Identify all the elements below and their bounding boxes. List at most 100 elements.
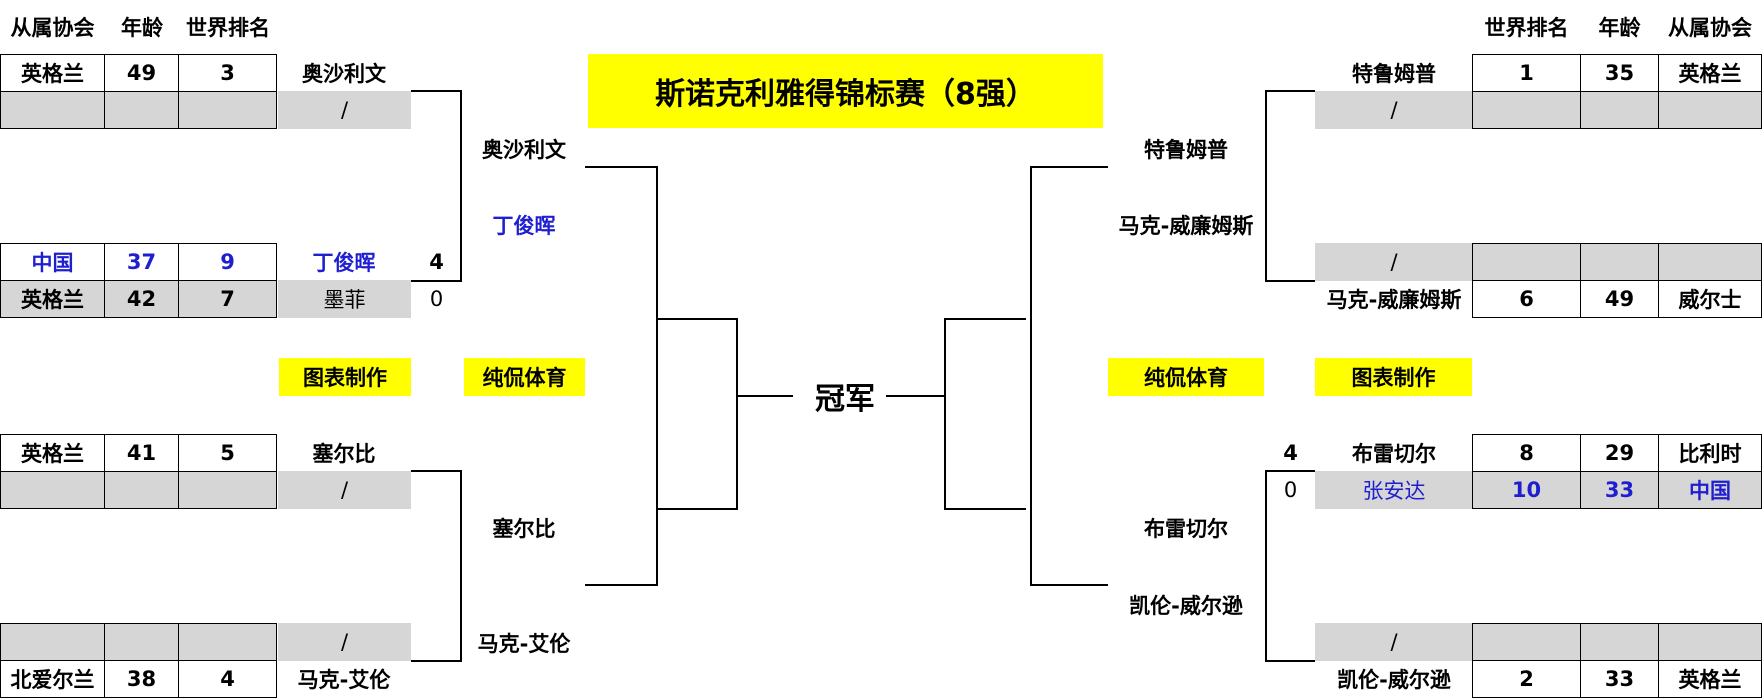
l-m1-p1-assoc: 英格兰 xyxy=(0,54,105,92)
bracket-line xyxy=(1265,660,1315,662)
bracket-line xyxy=(658,318,738,320)
l-m1-p2-rank xyxy=(178,91,277,129)
bracket-line xyxy=(1030,166,1108,168)
r-m2-p1-age xyxy=(1580,243,1659,281)
r-m1-p1-assoc: 英格兰 xyxy=(1658,54,1762,92)
bracket-line xyxy=(460,90,462,282)
r-m4-p1-assoc xyxy=(1658,623,1762,661)
l-qf-winner-4: 马克-艾伦 xyxy=(477,632,571,656)
r-m3-p1-age: 29 xyxy=(1580,434,1659,472)
champion-label: 冠军 xyxy=(815,382,875,417)
bracket-line xyxy=(944,318,946,510)
r-m3-p2-score: 0 xyxy=(1283,478,1298,502)
l-m3-p1-age: 41 xyxy=(104,434,179,472)
bracket-line xyxy=(411,280,462,282)
l-chart-credit: 图表制作 xyxy=(279,358,411,396)
l-m2-p1-score: 4 xyxy=(429,250,444,274)
l-m4-p2-name: 马克-艾伦 xyxy=(297,668,391,692)
r-m4-p1-rank xyxy=(1472,623,1581,661)
l-m2-p1-age: 37 xyxy=(104,243,179,281)
l-source-credit: 纯侃体育 xyxy=(464,358,585,396)
header-association-right: 从属协会 xyxy=(1668,16,1752,40)
l-m4-p1-assoc xyxy=(0,623,105,661)
l-m2-p1-rank: 9 xyxy=(178,243,277,281)
bracket-line xyxy=(1030,166,1032,586)
bracket-line xyxy=(1030,584,1108,586)
r-m1-p1-name: 特鲁姆普 xyxy=(1352,62,1436,86)
l-m2-p2-score: 0 xyxy=(429,287,444,311)
l-m3-p1-assoc: 英格兰 xyxy=(0,434,105,472)
l-m1-p2-assoc xyxy=(0,91,105,129)
l-m3-p2-name: / xyxy=(278,471,411,509)
bracket-line xyxy=(946,508,1026,510)
l-m2-p2-assoc: 英格兰 xyxy=(0,280,105,318)
r-m4-p1-age xyxy=(1580,623,1659,661)
header-age-right: 年龄 xyxy=(1598,16,1641,40)
bracket-line xyxy=(946,318,1026,320)
r-m1-p2-name: / xyxy=(1315,91,1473,129)
bracket-line xyxy=(736,318,738,510)
header-rank-right: 世界排名 xyxy=(1484,16,1569,40)
bracket-line xyxy=(585,166,658,168)
r-m1-p1-age: 35 xyxy=(1580,54,1659,92)
l-qf-winner-3: 塞尔比 xyxy=(492,517,556,541)
l-m3-p1-rank: 5 xyxy=(178,434,277,472)
l-m2-p2-rank: 7 xyxy=(178,280,277,318)
r-m1-p2-age xyxy=(1580,91,1659,129)
bracket-line xyxy=(411,470,462,472)
l-m4-p1-name: / xyxy=(278,623,411,661)
l-m2-p2-age: 42 xyxy=(104,280,179,318)
bracket-line xyxy=(411,90,462,92)
l-m2-p1-name: 丁俊晖 xyxy=(312,251,376,275)
r-m1-p2-rank xyxy=(1472,91,1581,129)
r-m4-p2-name: 凯伦-威尔逊 xyxy=(1337,668,1451,692)
r-m4-p2-rank: 2 xyxy=(1472,660,1581,698)
l-m2-p1-assoc: 中国 xyxy=(0,243,105,281)
page-title: 斯诺克利雅得锦标赛（8强） xyxy=(588,54,1103,128)
r-m4-p1-name: / xyxy=(1315,623,1473,661)
l-m4-p1-rank xyxy=(178,623,277,661)
l-qf-winner-1: 奥沙利文 xyxy=(482,138,566,162)
bracket-line xyxy=(1265,470,1315,472)
r-m3-p1-score: 4 xyxy=(1283,441,1298,465)
bracket-line xyxy=(656,166,658,586)
l-qf-winner-2: 丁俊晖 xyxy=(492,214,556,238)
l-m4-p2-age: 38 xyxy=(104,660,179,698)
l-m3-p2-assoc xyxy=(0,471,105,509)
r-m2-p2-assoc: 威尔士 xyxy=(1658,280,1762,318)
r-m3-p1-name: 布雷切尔 xyxy=(1352,442,1436,466)
r-m2-p2-name: 马克-威廉姆斯 xyxy=(1326,288,1462,312)
r-qf-winner-4: 凯伦-威尔逊 xyxy=(1129,594,1243,618)
r-m1-p1-rank: 1 xyxy=(1472,54,1581,92)
r-m4-p2-age: 33 xyxy=(1580,660,1659,698)
r-m2-p2-rank: 6 xyxy=(1472,280,1581,318)
l-m1-p2-age xyxy=(104,91,179,129)
l-m4-p2-assoc: 北爱尔兰 xyxy=(0,660,105,698)
r-qf-winner-1: 特鲁姆普 xyxy=(1144,138,1228,162)
r-qf-winner-2: 马克-威廉姆斯 xyxy=(1118,214,1254,238)
bracket-line xyxy=(658,508,738,510)
r-m3-p2-assoc: 中国 xyxy=(1658,471,1762,509)
r-m3-p2-rank: 10 xyxy=(1472,471,1581,509)
r-m3-p1-assoc: 比利时 xyxy=(1658,434,1762,472)
header-age-left: 年龄 xyxy=(121,16,163,40)
l-m3-p2-age xyxy=(104,471,179,509)
l-m2-p2-name: 墨菲 xyxy=(278,280,411,318)
l-m4-p2-rank: 4 xyxy=(178,660,277,698)
l-m1-p1-name: 奥沙利文 xyxy=(302,62,386,86)
r-m2-p1-name: / xyxy=(1315,243,1473,281)
r-m2-p1-assoc xyxy=(1658,243,1762,281)
r-m3-p2-name: 张安达 xyxy=(1315,471,1473,509)
l-m1-p2-name: / xyxy=(278,91,411,129)
header-rank-left: 世界排名 xyxy=(186,16,270,40)
r-m3-p1-rank: 8 xyxy=(1472,434,1581,472)
bracket-line xyxy=(1265,280,1315,282)
l-m4-p1-age xyxy=(104,623,179,661)
bracket-line xyxy=(585,584,658,586)
r-m2-p1-rank xyxy=(1472,243,1581,281)
l-m1-p1-age: 49 xyxy=(104,54,179,92)
header-association-left: 从属协会 xyxy=(10,16,95,40)
bracket-line xyxy=(738,395,793,397)
bracket-line xyxy=(1265,90,1267,282)
bracket-line xyxy=(411,660,462,662)
